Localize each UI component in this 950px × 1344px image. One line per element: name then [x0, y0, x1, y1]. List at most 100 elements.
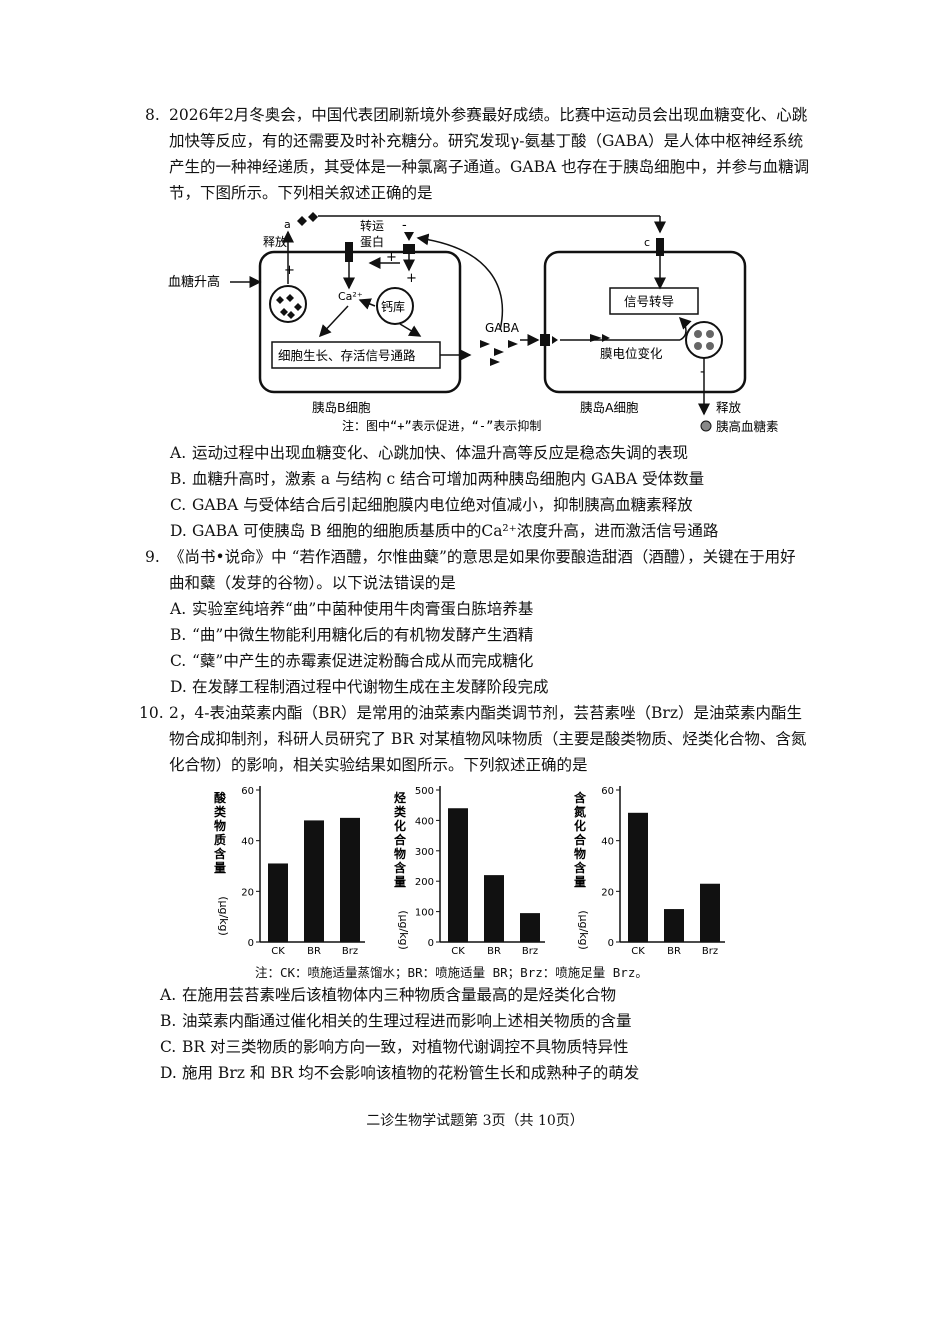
x-tick-label: CK — [451, 946, 465, 957]
bar-brz — [700, 883, 720, 942]
bar-br — [484, 875, 504, 942]
y-axis-label-char: 类 — [394, 804, 407, 819]
y-axis-label-char: 含 — [574, 790, 587, 805]
q9-option-b[interactable]: B.“曲”中微生物能利用糖化后的有机物发酵产生酒精 — [170, 626, 534, 644]
label-gaba: GABA — [485, 321, 520, 335]
x-tick-label: CK — [271, 946, 285, 957]
y-tick-label: 20 — [601, 887, 614, 898]
label-ca2: Ca²⁺ — [338, 290, 363, 303]
y-tick-label: 40 — [601, 837, 614, 848]
question-10: 10. 2，4-表油菜素内酯（BR）是常用的油菜素内酯类调节剂，芸苔素唑（Brz… — [139, 700, 810, 778]
label-alpha-cell: 胰岛A细胞 — [580, 400, 639, 415]
q10-option-d[interactable]: D.施用 Brz 和 BR 均不会影响该植物的花粉管生长和成熟种子的萌发 — [160, 1064, 640, 1082]
svg-text:+: + — [406, 271, 417, 286]
insulin-glucagon-diagram: a 释放 转运 蛋白 - + + c 血糖升高 + Ca²⁺ — [168, 212, 779, 434]
gaba-molecules-icon — [480, 340, 518, 366]
y-tick-label: 300 — [415, 847, 434, 858]
q8-option-c[interactable]: C.GABA 与受体结合后引起细胞膜内电位绝对值减小，抑制胰高血糖素释放 — [170, 496, 693, 514]
question-number: 10. — [139, 704, 164, 722]
glucagon-vesicle-icon — [685, 321, 723, 359]
x-tick-label: Brz — [522, 946, 538, 957]
page-footer: 二诊生物学试题第 3页（共 10页） — [366, 1113, 584, 1129]
x-tick-label: Brz — [342, 946, 358, 957]
bar-br — [664, 909, 684, 942]
x-tick-label: BR — [307, 946, 321, 957]
label-membrane-potential: 膜电位变化 — [600, 346, 663, 361]
y-tick-label: 40 — [241, 837, 254, 848]
label-release-left: 释放 — [263, 234, 287, 249]
y-axis-label-char: 化 — [574, 818, 586, 833]
label-beta-cell: 胰岛B细胞 — [312, 400, 371, 415]
bar-ck — [268, 863, 288, 942]
q10-option-a[interactable]: A.在施用芸苔素唑后该植物体内三种物质含量最高的是烃类化合物 — [160, 986, 617, 1004]
label-signal-transduction: 信号转导 — [624, 294, 674, 309]
q8-option-d[interactable]: D.GABA 可使胰岛 B 细胞的细胞质基质中的Ca²⁺浓度升高，进而激活信号通… — [170, 522, 719, 540]
y-axis-label-char: 化 — [394, 818, 406, 833]
chart-note: 注：CK：喷施适量蒸馏水；BR：喷施适量 BR；Brz：喷施足量 Brz。 — [255, 965, 648, 980]
bar-br — [304, 820, 324, 942]
y-axis-label-char: 质 — [214, 832, 226, 847]
y-tick-label: 500 — [415, 786, 434, 797]
y-axis-unit: (μg/kg) — [397, 910, 410, 950]
question-9: 9. 《尚书•说命》中 “若作酒醴，尔惟曲糵”的意思是如果你要酿造甜酒（酒醴），… — [145, 544, 810, 596]
y-tick-label: 100 — [415, 908, 434, 919]
y-axis-label-char: 物 — [394, 846, 406, 861]
x-tick-label: BR — [487, 946, 501, 957]
gaba-receptor-a-cell-icon — [540, 334, 558, 346]
y-axis-label-char: 类 — [214, 804, 227, 819]
insulin-vesicle-icon — [269, 285, 307, 323]
y-tick-label: 20 — [241, 887, 254, 898]
y-axis-label-char: 含 — [394, 860, 407, 875]
question-stem: 2，4-表油菜素内酯（BR）是常用的油菜素内酯类调节剂，芸苔素唑（Brz）是油菜… — [169, 704, 807, 774]
question-number: 8. — [145, 106, 160, 124]
svg-text:-: - — [700, 364, 705, 380]
q10-option-b[interactable]: B.油菜素内酯通过催化相关的生理过程进而影响上述相关物质的含量 — [160, 1012, 632, 1030]
y-axis-label-char: 含 — [574, 860, 587, 875]
label-blood-glucose-rise: 血糖升高 — [168, 274, 220, 290]
label-calcium-store: 钙库 — [381, 299, 405, 314]
q8-option-a[interactable]: A.运动过程中出现血糖变化、心跳加快、体温升高等反应是稳态失调的表现 — [170, 444, 689, 462]
y-axis-unit: (μg/kg) — [217, 896, 230, 936]
label-c: c — [644, 236, 650, 249]
transporter-icon — [345, 242, 353, 262]
y-axis-label-char: 含 — [214, 846, 227, 861]
svg-text:-: - — [402, 218, 407, 233]
question-stem: 《尚书•说命》中 “若作酒醴，尔惟曲糵”的意思是如果你要酿造甜酒（酒醴），关键在… — [169, 548, 796, 592]
question-8: 8. 2026年2月冬奥会，中国代表团刷新境外参赛最好成绩。比赛中运动员会出现血… — [145, 102, 810, 206]
q10-option-c[interactable]: C.BR 对三类物质的影响方向一致，对植物代谢调控不具物质特异性 — [160, 1038, 629, 1056]
label-transporter-1: 转运 — [360, 218, 384, 233]
question-number: 9. — [145, 548, 160, 566]
svg-text:+: + — [284, 263, 295, 278]
bar-ck — [628, 812, 648, 942]
x-tick-label: CK — [631, 946, 645, 957]
q9-option-d[interactable]: D.在发酵工程制酒过程中代谢物生成在主发酵阶段完成 — [170, 678, 549, 696]
question-stem: 2026年2月冬奥会，中国代表团刷新境外参赛最好成绩。比赛中运动员会出现血糖变化… — [169, 106, 810, 202]
q9-option-c[interactable]: C.“糵”中产生的赤霉素促进淀粉酶合成从而完成糖化 — [170, 652, 534, 670]
y-tick-label: 0 — [428, 938, 434, 949]
y-tick-label: 400 — [415, 816, 434, 827]
y-axis-label-char: 氮 — [574, 804, 586, 819]
y-axis-label-char: 物 — [214, 818, 226, 833]
label-glucagon: 胰高血糖素 — [716, 419, 779, 434]
y-tick-label: 0 — [608, 938, 614, 949]
q8-option-b[interactable]: B.血糖升高时，激素 a 与结构 c 结合可增加两种胰岛细胞内 GABA 受体数… — [170, 470, 705, 488]
x-tick-label: Brz — [702, 946, 718, 957]
y-axis-label-char: 烃 — [394, 790, 406, 805]
label-a: a — [284, 218, 291, 231]
signal-transduction-box — [609, 287, 699, 315]
label-signal-pathway: 细胞生长、存活信号通路 — [278, 348, 416, 363]
label-transporter-2: 蛋白 — [360, 234, 384, 249]
y-axis-label-char: 量 — [214, 861, 226, 875]
bar-ck — [448, 808, 468, 942]
q9-option-a[interactable]: A.实验室纯培养“曲”中菌种使用牛肉膏蛋白胨培养基 — [170, 600, 534, 618]
diagram-note: 注：图中“+”表示促进，“-”表示抑制 — [342, 418, 541, 433]
y-axis-label-char: 物 — [574, 846, 586, 861]
beta-cell-outline — [258, 250, 462, 394]
bar-brz — [340, 817, 360, 942]
x-tick-label: BR — [667, 946, 681, 957]
y-axis-label-char: 酸 — [214, 790, 227, 805]
y-axis-unit: (μg/kg) — [577, 910, 590, 950]
glucagon-dot-icon — [700, 420, 712, 432]
